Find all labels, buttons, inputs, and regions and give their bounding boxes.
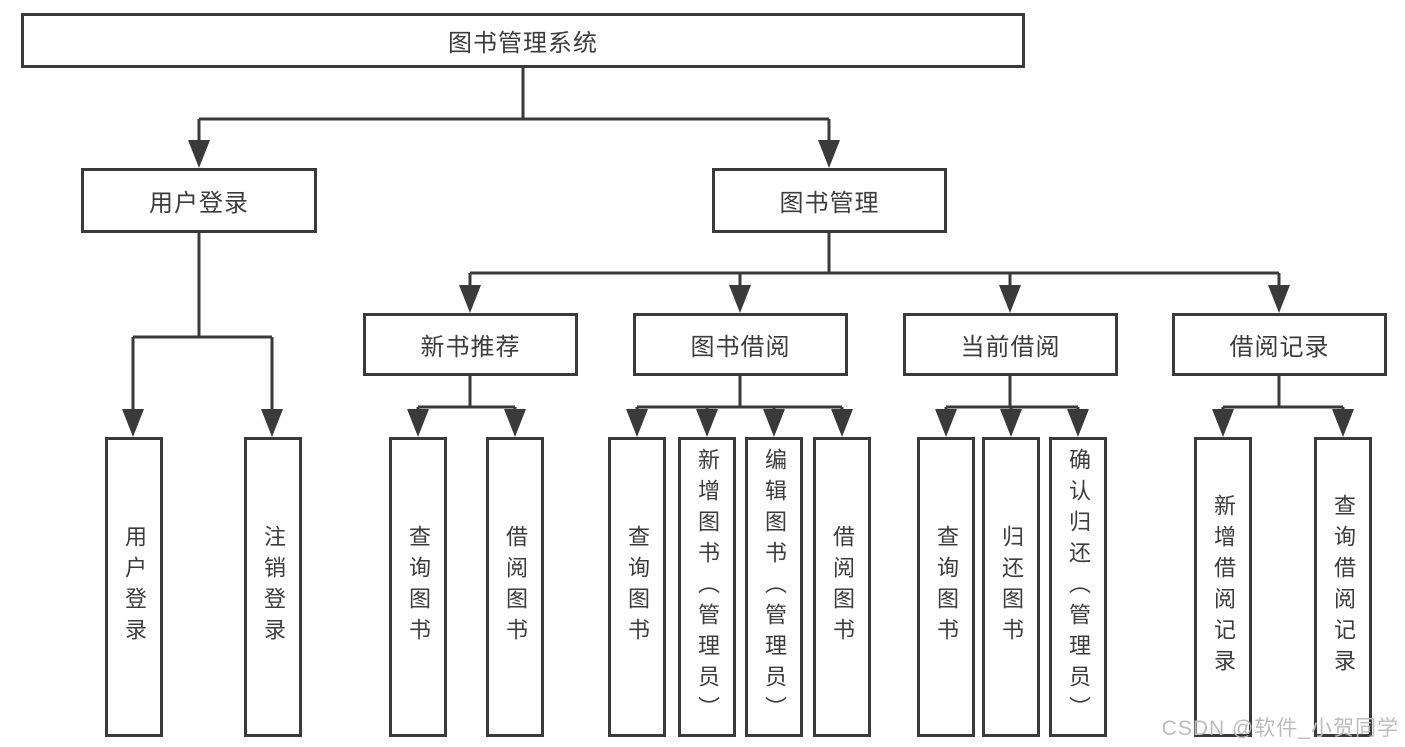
node-book-management: 图书管理 [712, 168, 947, 233]
connector-arrowheads [122, 140, 1354, 437]
leaf-logout-label: 注销登录 [261, 525, 286, 649]
leaf-query-book-1: 查询图书 [389, 437, 447, 737]
node-book-borrow-label: 图书借阅 [690, 334, 791, 361]
node-new-book-recommend: 新书推荐 [363, 313, 578, 376]
node-user-login: 用户登录 [81, 168, 317, 233]
node-current-borrow: 当前借阅 [903, 313, 1118, 376]
leaf-add-borrow-record: 新增借阅记录 [1194, 437, 1252, 737]
leaf-add-borrow-record-label: 新增借阅记录 [1211, 494, 1236, 680]
leaf-add-book-admin: 新增图书（管理员） [678, 437, 736, 737]
node-borrow-records: 借阅记录 [1172, 313, 1387, 376]
leaf-query-book-1-label: 查询图书 [406, 525, 431, 649]
node-book-borrow: 图书借阅 [633, 313, 848, 376]
leaf-return-book: 归还图书 [982, 437, 1040, 737]
leaf-query-borrow-record-label: 查询借阅记录 [1331, 494, 1356, 680]
leaf-query-book-3: 查询图书 [917, 437, 975, 737]
node-root-label: 图书管理系统 [448, 30, 598, 57]
node-new-book-recommend-label: 新书推荐 [420, 334, 521, 361]
leaf-add-book-admin-label: 新增图书（管理员） [695, 447, 720, 727]
leaf-borrow-book-1: 借阅图书 [486, 437, 544, 737]
node-book-management-label: 图书管理 [779, 190, 880, 217]
node-borrow-records-label: 借阅记录 [1229, 334, 1330, 361]
leaf-query-book-3-label: 查询图书 [934, 525, 959, 649]
leaf-query-borrow-record: 查询借阅记录 [1314, 437, 1372, 737]
leaf-edit-book-admin-label: 编辑图书（管理员） [762, 447, 787, 727]
leaf-borrow-book-1-label: 借阅图书 [503, 525, 528, 649]
leaf-confirm-return-admin: 确认归还（管理员） [1049, 437, 1107, 737]
leaf-user-login: 用户登录 [105, 437, 163, 737]
leaf-edit-book-admin: 编辑图书（管理员） [745, 437, 803, 737]
leaf-query-book-2-label: 查询图书 [625, 525, 650, 649]
csdn-watermark: CSDN @软件_小贺同学 [1161, 717, 1399, 740]
node-current-borrow-label: 当前借阅 [960, 334, 1061, 361]
node-user-login-label: 用户登录 [149, 190, 249, 217]
leaf-borrow-book-2: 借阅图书 [813, 437, 871, 737]
leaf-query-book-2: 查询图书 [608, 437, 666, 737]
leaf-logout: 注销登录 [244, 437, 302, 737]
leaf-return-book-label: 归还图书 [999, 525, 1024, 649]
leaf-user-login-label: 用户登录 [122, 525, 147, 649]
node-root: 图书管理系统 [21, 13, 1025, 68]
leaf-borrow-book-2-label: 借阅图书 [830, 525, 855, 649]
leaf-confirm-return-admin-label: 确认归还（管理员） [1066, 447, 1091, 727]
